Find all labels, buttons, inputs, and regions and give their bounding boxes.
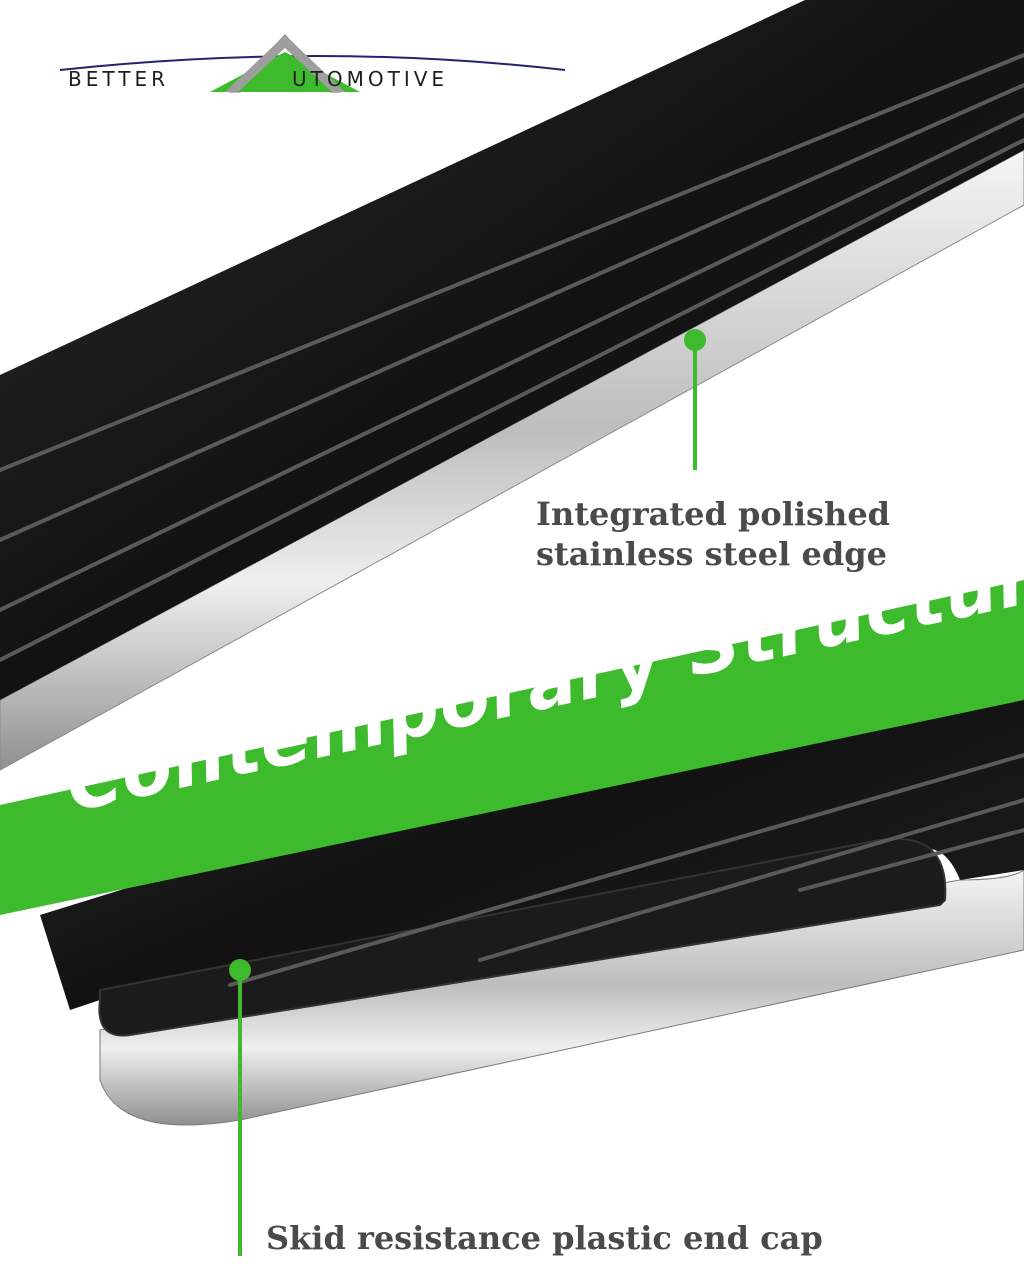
logo-text-right: UTOMOTIVE	[292, 67, 449, 91]
brand-logo: BETTER UTOMOTIVE	[60, 30, 580, 100]
banner-stripe	[0, 580, 1024, 915]
logo-text-left: BETTER	[68, 67, 169, 91]
upper-board-ribs	[0, 53, 1024, 662]
callout-marker-1	[684, 329, 706, 470]
callout-stainless-edge: Integrated polished stainless steel edge	[536, 495, 891, 573]
callout-marker-2	[229, 959, 251, 1256]
logo-triangle-icon	[60, 34, 566, 93]
upper-board-chrome-edge	[0, 149, 1024, 771]
upper-board-black-body	[0, 0, 1024, 700]
callout-end-cap: Skid resistance plastic end cap	[266, 1219, 823, 1257]
end-cap-top	[98, 837, 947, 1037]
lower-board-ribs	[228, 753, 1024, 987]
lower-board-chrome-edge	[99, 869, 1024, 1126]
